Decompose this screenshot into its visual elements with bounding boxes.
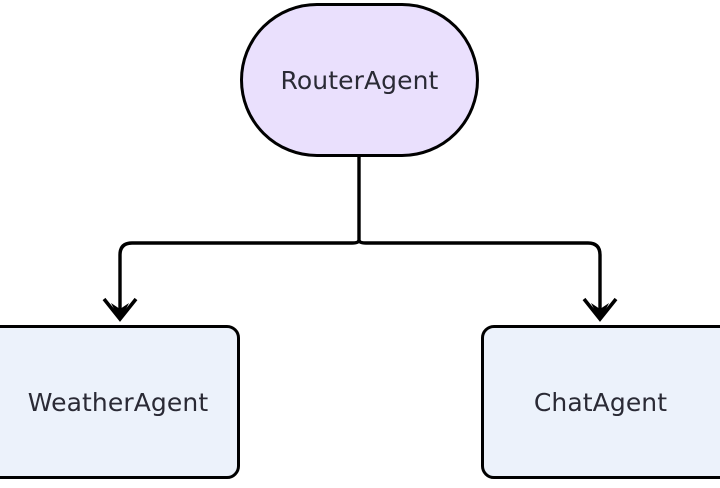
node-router-agent-label: RouterAgent [280,65,439,95]
edge-router-to-chat [357,239,602,312]
arrowhead-chat-icon [582,297,618,322]
node-weather-agent-label: WeatherAgent [27,387,209,417]
node-chat-agent-label: ChatAgent [533,387,668,417]
arrowhead-weather-icon [102,297,138,322]
arrowhead-chat-fill-icon [591,303,609,321]
node-router-agent[interactable]: RouterAgent [240,3,479,157]
node-weather-agent[interactable]: WeatherAgent [0,325,240,479]
arrowhead-weather-fill-icon [111,303,129,321]
edge-router-to-weather [118,239,361,312]
node-chat-agent[interactable]: ChatAgent [481,325,720,479]
